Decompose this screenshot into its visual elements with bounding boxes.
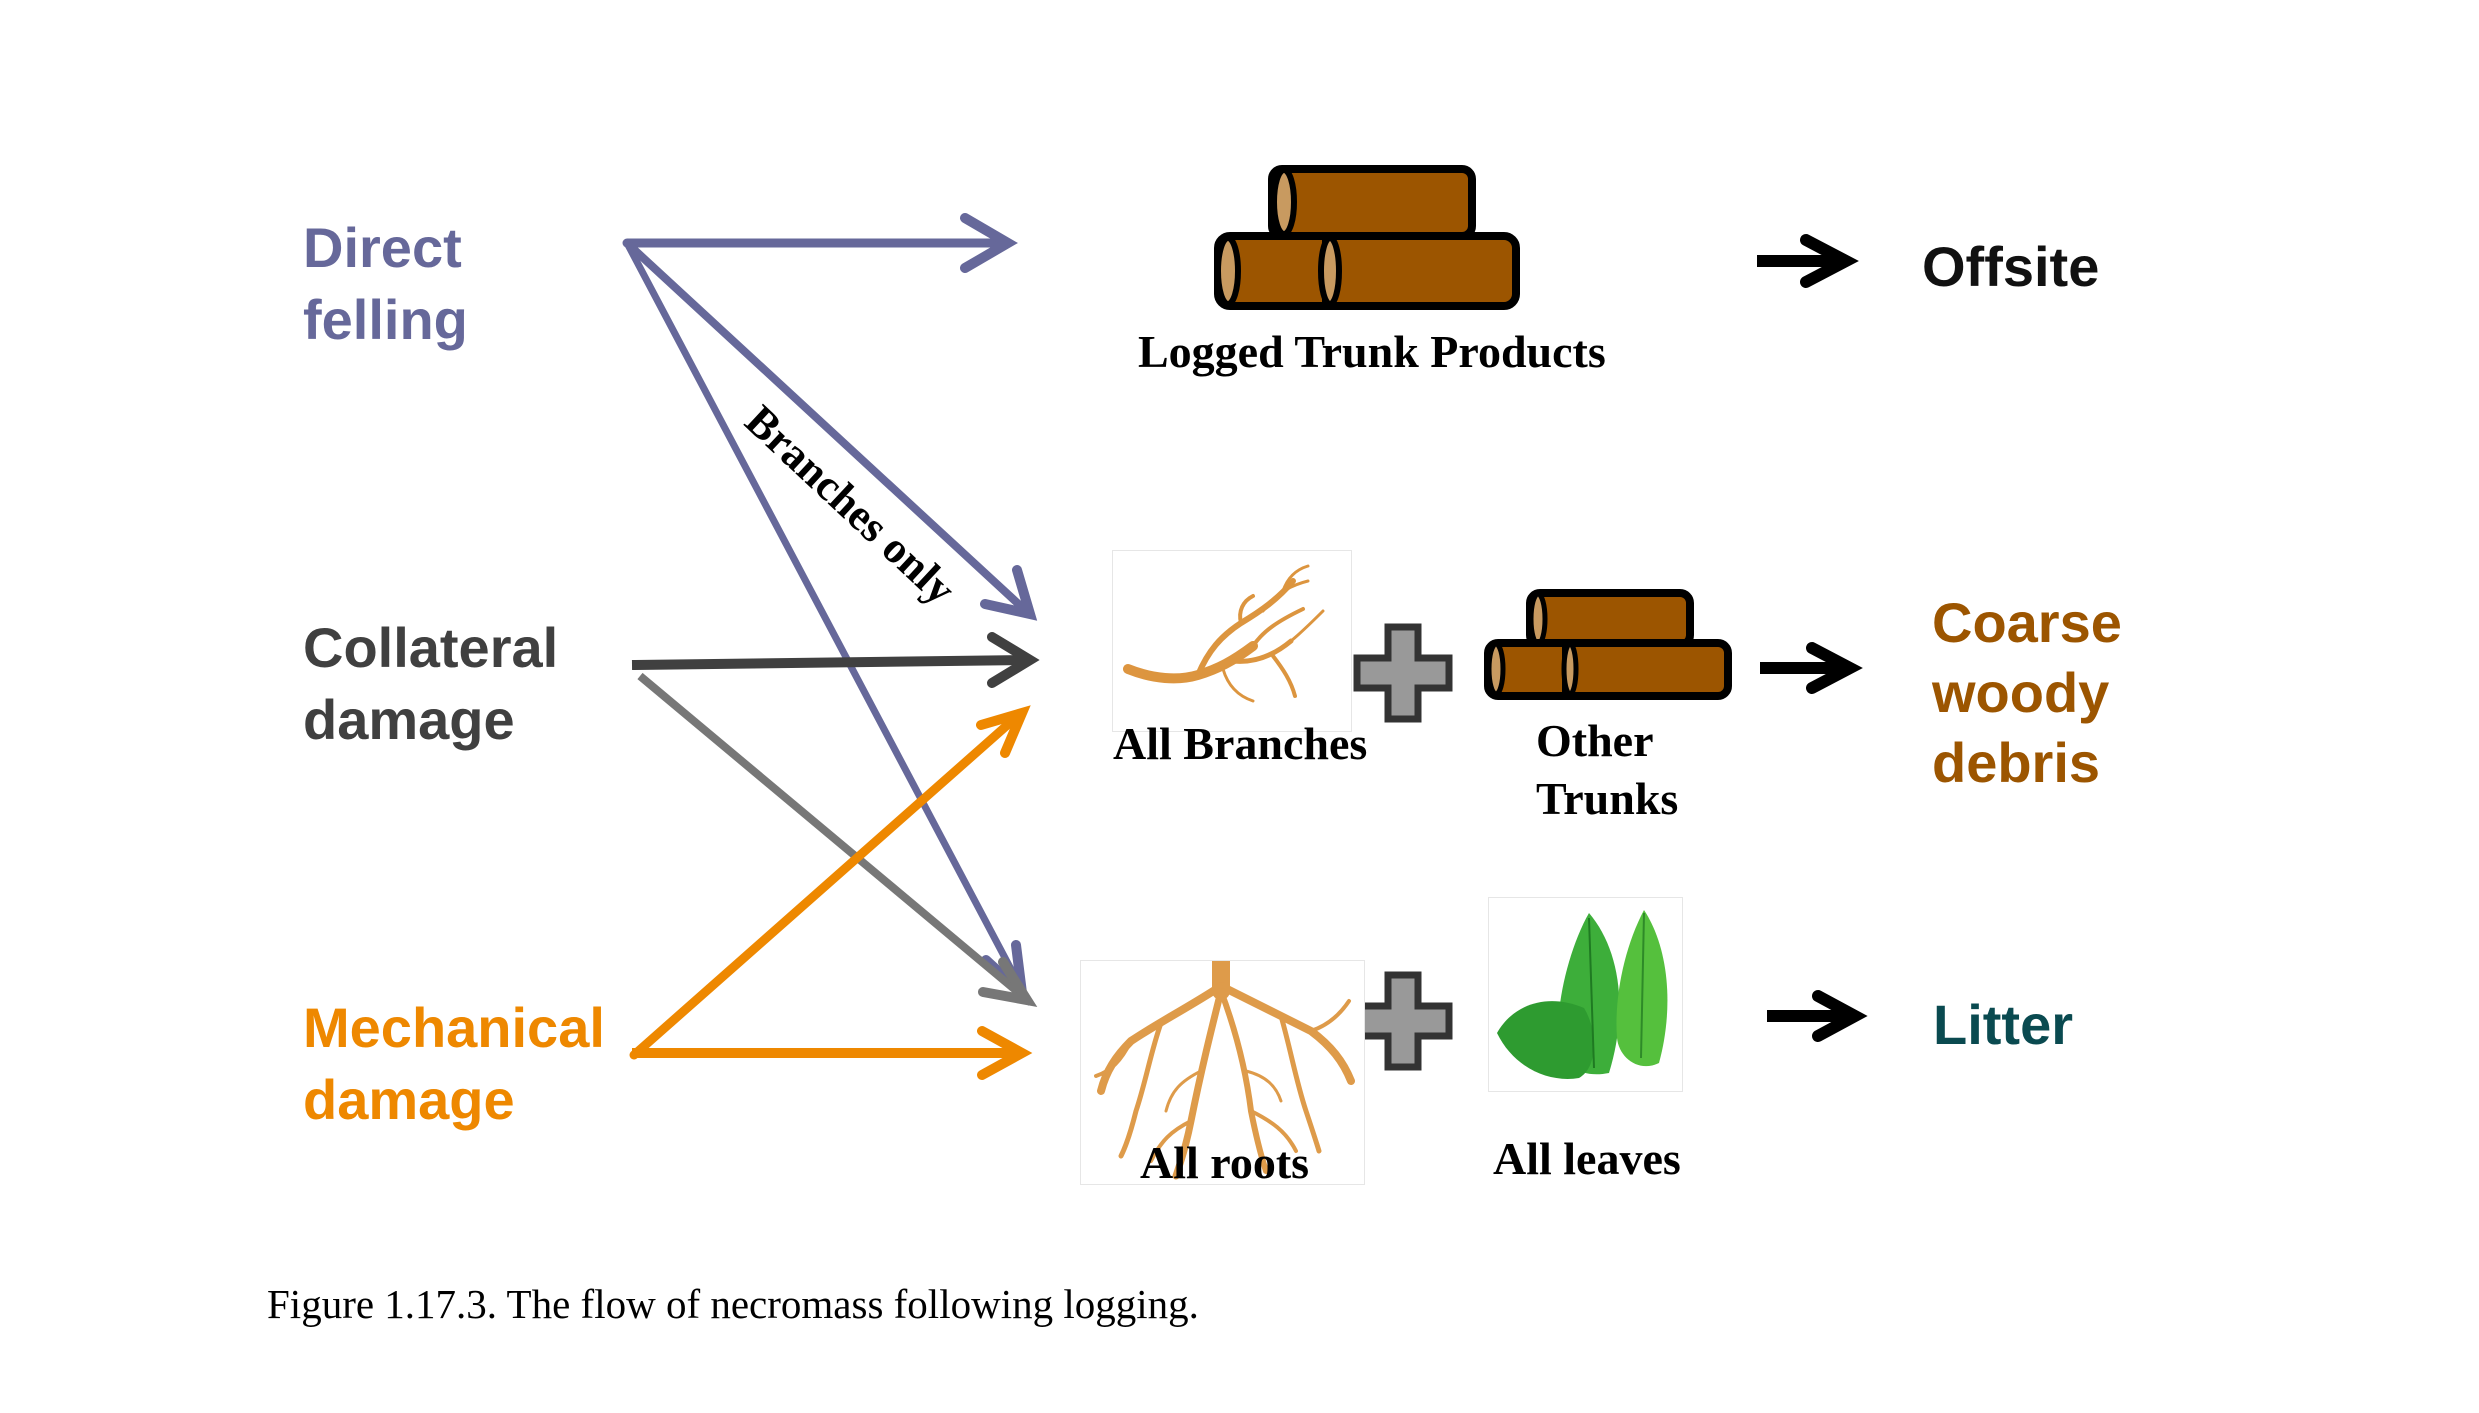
other-trunks-label: Other Trunks <box>1536 712 1678 828</box>
source-mechanical-damage: Mechanical damage <box>303 992 605 1136</box>
all-roots-label: All roots <box>1140 1137 1310 1188</box>
other-trunks-icon <box>1484 589 1732 700</box>
roots-icon <box>1094 952 1355 1180</box>
arrow-mechanical-to-branches <box>629 705 1031 1060</box>
source-direct-felling: Direct felling <box>303 212 468 356</box>
all-roots-image <box>1080 952 1365 1185</box>
arrow-direct-to-roots <box>623 239 1029 1006</box>
arrow-mechanical-to-roots <box>632 1026 1033 1080</box>
logged-trunk-products-label: Logged Trunk Products <box>1138 326 1606 377</box>
source-mechanical-damage-line1: Mechanical <box>303 996 605 1059</box>
arrow-collateral-to-roots <box>637 672 1038 1007</box>
arrow-logged-to-offsite <box>1757 234 1859 288</box>
plus-icon-roots-leaves <box>1353 971 1453 1071</box>
branches-icon <box>1123 564 1325 703</box>
destination-cwd-line2: woody <box>1932 661 2110 724</box>
destination-offsite: Offsite <box>1922 235 2100 298</box>
all-leaves-label: All leaves <box>1493 1133 1681 1184</box>
all-leaves-image <box>1488 897 1683 1092</box>
destination-litter: Litter <box>1933 993 2073 1056</box>
all-branches-label: All Branches <box>1113 718 1368 769</box>
arrow-collateral-to-branches <box>631 632 1040 688</box>
source-collateral-damage-line1: Collateral <box>303 616 559 679</box>
arrow-cwd-to-coarse-woody-debris <box>1760 642 1863 694</box>
destination-coarse-woody-debris: Coarse woody debris <box>1932 588 2122 798</box>
destination-cwd-line3: debris <box>1932 731 2101 794</box>
arrow-direct-to-logged-trunks <box>622 213 1018 273</box>
source-direct-felling-line1: Direct <box>303 216 462 279</box>
plus-icon-branches-trunks <box>1353 623 1453 723</box>
arrow-litter-sources-to-litter <box>1767 990 1868 1042</box>
source-mechanical-damage-line2: damage <box>303 1068 515 1131</box>
all-branches-image <box>1112 550 1352 732</box>
other-trunks-label-line1: Other <box>1536 715 1654 766</box>
logged-trunk-products-icon <box>1214 165 1520 310</box>
source-direct-felling-line2: felling <box>303 288 468 351</box>
figure-caption: Figure 1.17.3. The flow of necromass fol… <box>267 1281 1199 1327</box>
other-trunks-label-line2: Trunks <box>1536 773 1679 824</box>
arrow-direct-to-branches <box>623 239 1038 621</box>
leaves-icon <box>1497 910 1668 1079</box>
source-collateral-damage: Collateral damage <box>303 612 558 756</box>
source-collateral-damage-line2: damage <box>303 688 515 751</box>
destination-cwd-line1: Coarse <box>1932 591 2122 654</box>
